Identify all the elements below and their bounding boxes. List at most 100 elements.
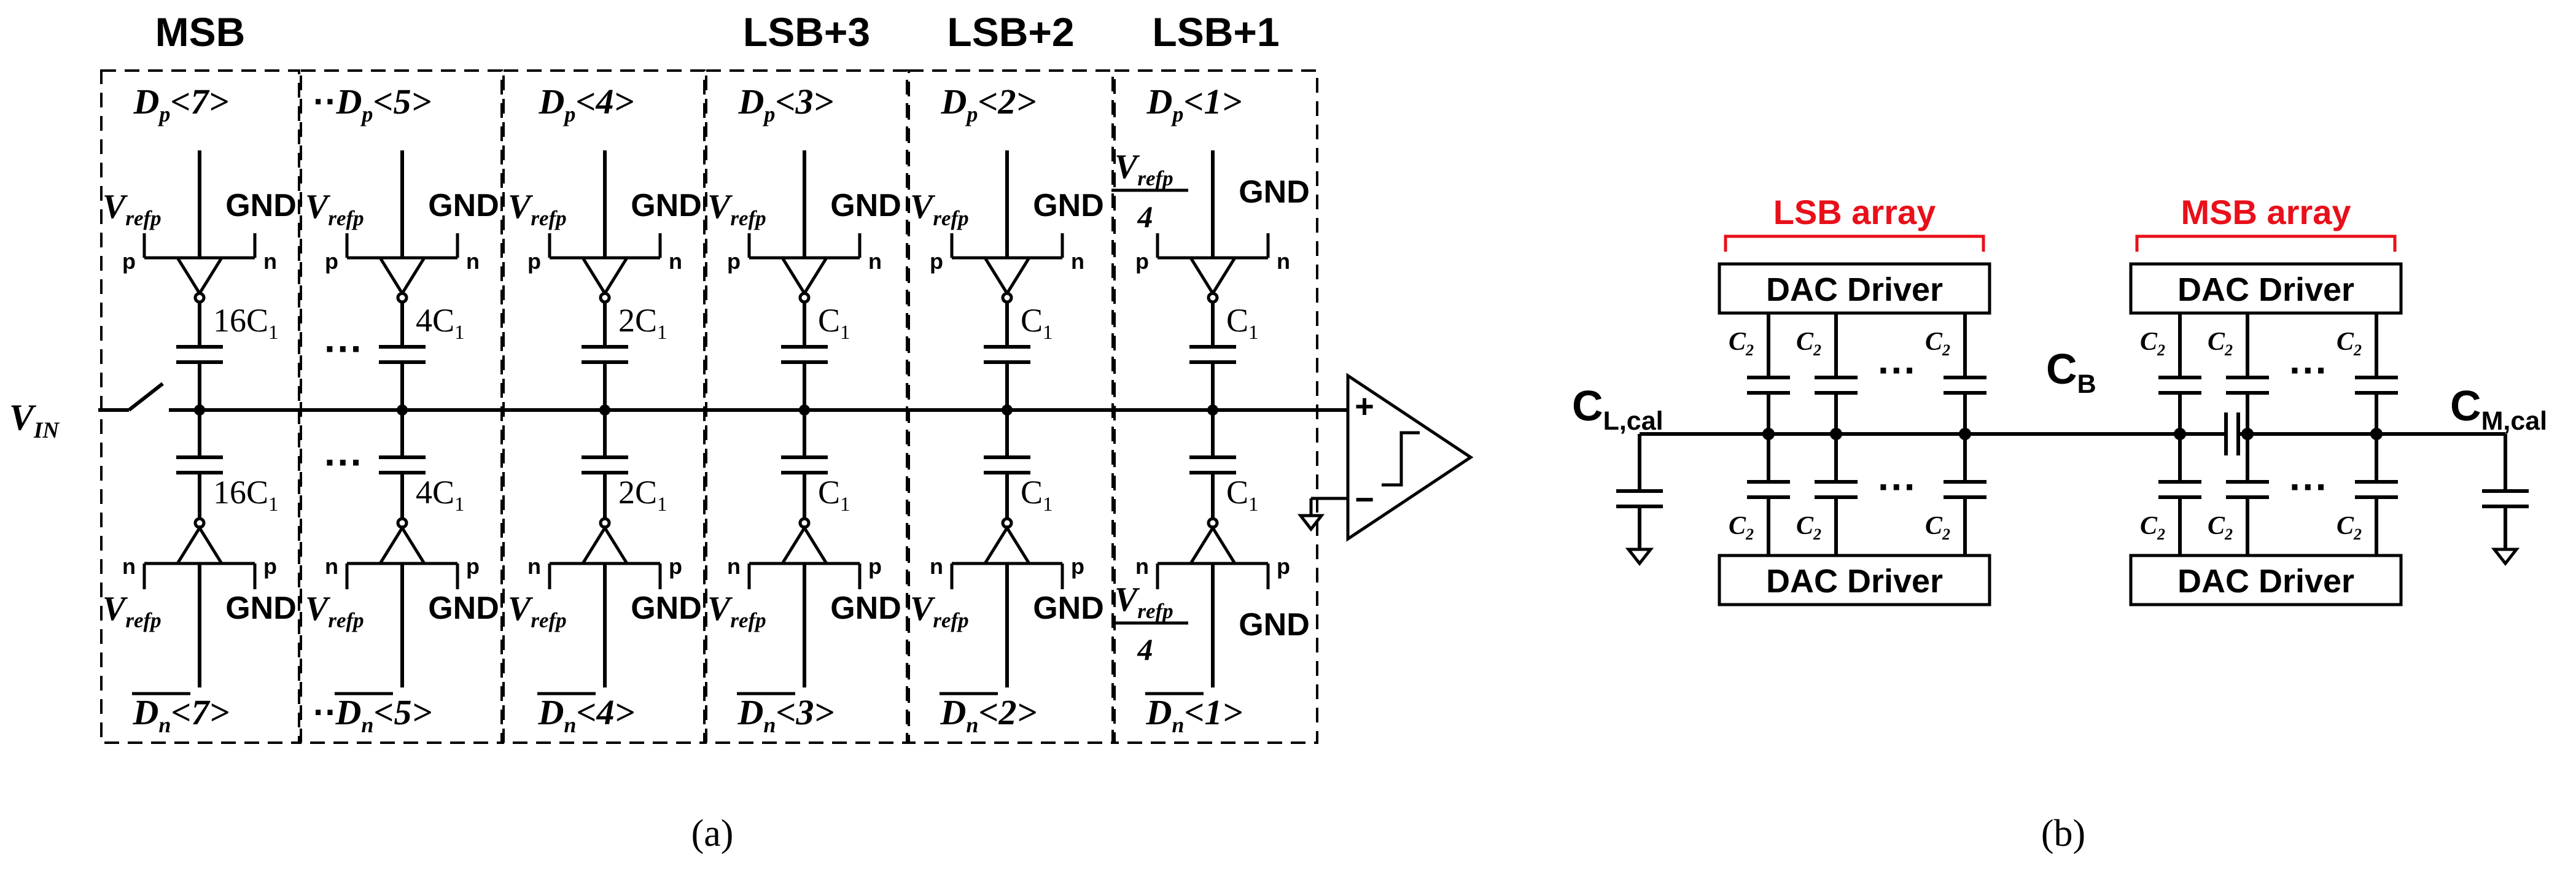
bottom-control-code: Dn<4>	[537, 692, 634, 737]
column-header: MSB	[155, 9, 246, 55]
ground-symbol	[2491, 548, 2520, 567]
column-boundary	[908, 69, 1114, 744]
dac-driver-box	[2129, 554, 2403, 606]
top-control-code: Dp<2>	[941, 82, 1037, 126]
p-label: p	[122, 249, 136, 274]
column-header: LSB+2	[947, 9, 1074, 55]
array-bracket	[2135, 234, 2397, 252]
p-label: p	[263, 554, 277, 579]
c2-label: C2	[2337, 512, 2362, 543]
column-boundary	[300, 69, 503, 744]
n-label: n	[669, 249, 682, 274]
c2-label: C2	[1729, 512, 1754, 543]
c2-label: C2	[1729, 328, 1754, 359]
cm-cal-label: CM,cal	[2450, 382, 2547, 436]
cap-value: 16C1	[213, 474, 279, 516]
driver-output-dot	[599, 292, 611, 304]
vref-label: Vrefp	[508, 188, 567, 230]
ellipsis: ···	[2289, 465, 2329, 509]
driver-buffer	[174, 525, 225, 565]
cap-value: C1	[1021, 474, 1053, 516]
driver-output-dot	[193, 292, 206, 304]
driver-buffer	[580, 256, 630, 296]
vref-label: Vrefp	[707, 590, 766, 632]
dac-driver-box	[1718, 262, 1991, 315]
c2-label: C2	[1925, 328, 1950, 359]
c2-label: C2	[2208, 328, 2233, 359]
vref-label: Vrefp	[910, 590, 969, 632]
cl-cal-label: CL,cal	[1572, 382, 1664, 436]
gnd-label: GND	[1239, 607, 1310, 643]
p-label: p	[527, 249, 541, 274]
p-label: p	[1277, 554, 1290, 579]
n-label: n	[930, 554, 943, 579]
top-control-code: Dp<3>	[738, 82, 834, 126]
driver-buffer	[174, 256, 225, 296]
vref-label: Vrefp	[1115, 148, 1173, 190]
ellipsis: ···	[1878, 348, 1917, 392]
n-label: n	[727, 554, 741, 579]
minus-input: −	[1355, 481, 1374, 518]
vref-divisor: 4	[1137, 632, 1153, 667]
p-label: p	[325, 249, 338, 274]
plus-input: +	[1355, 388, 1374, 425]
gnd-label: GND	[225, 590, 297, 626]
bottom-control-code: Dn<2>	[940, 692, 1037, 737]
vref-label: Vrefp	[910, 188, 969, 230]
cb-label: CB	[2046, 345, 2096, 399]
array-label: MSB array	[2181, 193, 2351, 231]
vref-label: Vrefp	[103, 590, 161, 632]
p-label: p	[1135, 249, 1149, 274]
dac-driver-label: DAC Driver	[1766, 563, 1943, 600]
ellipsis: ··	[313, 82, 337, 122]
driver-buffer	[779, 525, 830, 565]
n-label: n	[466, 249, 480, 274]
c2-label: C2	[1796, 328, 1821, 359]
ellipsis: ···	[324, 440, 364, 484]
dac-driver-box	[1718, 554, 1991, 606]
cap-value: 4C1	[416, 302, 465, 344]
cap-value: C1	[818, 302, 850, 344]
cap-value: C1	[1021, 302, 1053, 344]
dac-driver-label: DAC Driver	[2177, 563, 2354, 600]
cap-value: C1	[818, 474, 850, 516]
column-boundary	[502, 69, 706, 744]
c2-label: C2	[2140, 512, 2165, 543]
c2-label: C2	[1925, 512, 1950, 543]
ground-symbol	[1297, 514, 1325, 532]
column-boundary	[100, 69, 300, 744]
ellipsis: ···	[324, 327, 364, 371]
bottom-control-code: Dn<1>	[1145, 692, 1242, 737]
vref-label: Vrefp	[707, 188, 766, 230]
p-label: p	[868, 554, 882, 579]
p-label: p	[1071, 554, 1084, 579]
gnd-label: GND	[1239, 174, 1310, 210]
driver-buffer	[779, 256, 830, 296]
bottom-control-code: Dn<3>	[737, 692, 834, 737]
cap-value: C1	[1226, 302, 1259, 344]
ellipsis: ···	[2289, 348, 2329, 392]
top-control-code: Dp<1>	[1146, 82, 1242, 126]
driver-output-dot	[1207, 292, 1219, 304]
n-label: n	[1135, 554, 1149, 579]
driver-buffer	[982, 525, 1032, 565]
p-label: p	[669, 554, 682, 579]
column-header: LSB+1	[1152, 9, 1279, 55]
driver-buffer	[1188, 525, 1238, 565]
gnd-label: GND	[830, 590, 901, 626]
cap-value: 2C1	[618, 302, 667, 344]
panel-b-caption: (b)	[2041, 813, 2085, 854]
ground-symbol	[1625, 548, 1654, 567]
c2-label: C2	[2140, 328, 2165, 359]
column-header: LSB+3	[743, 9, 870, 55]
vref-label: Vrefp	[305, 188, 364, 230]
panel-a-caption: (a)	[691, 813, 734, 854]
n-label: n	[868, 249, 882, 274]
cap-value: 2C1	[618, 474, 667, 516]
